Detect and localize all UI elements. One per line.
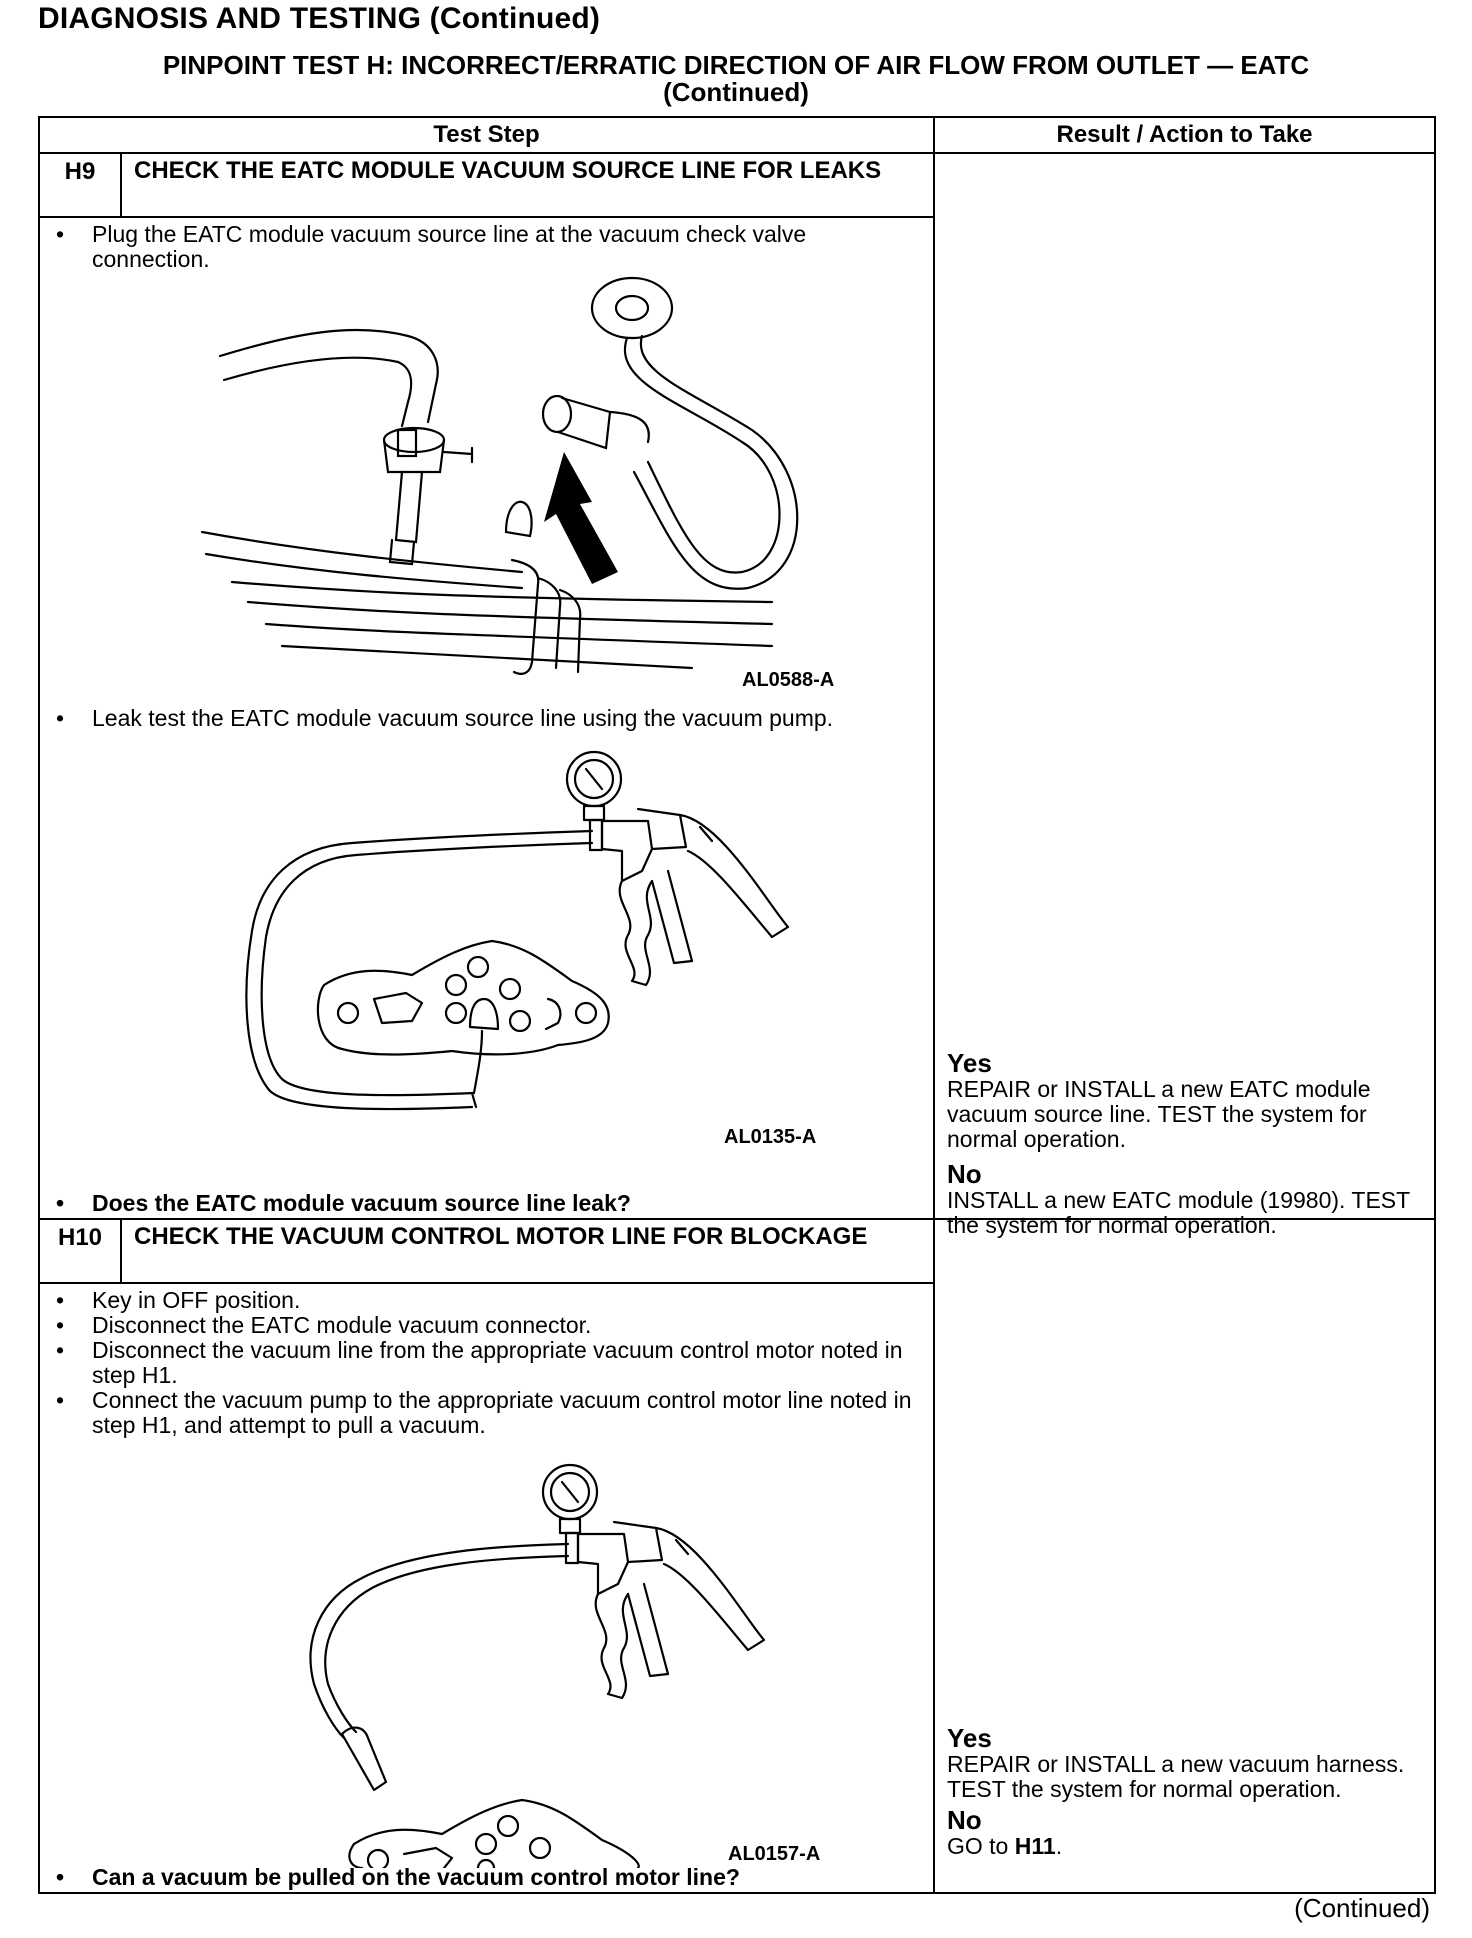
table-header-row: Test Step Result / Action to Take	[38, 116, 1436, 154]
step-body-h10: Key in OFF position. Disconnect the EATC…	[38, 1282, 935, 1894]
col-header-result: Result / Action to Take	[933, 116, 1436, 154]
result-h10: Yes REPAIR or INSTALL a new vacuum harne…	[947, 1724, 1428, 1859]
no-label: No	[947, 1159, 982, 1189]
figure-label: AL0157-A	[728, 1843, 820, 1865]
list-item: Leak test the EATC module vacuum source …	[52, 706, 925, 732]
list-item: Plug the EATC module vacuum source line …	[52, 222, 925, 272]
col-header-test-step: Test Step	[38, 116, 935, 154]
instruction-list: Key in OFF position. Disconnect the EATC…	[52, 1288, 925, 1438]
figure-vacuum-pump-test: AL0135-A	[52, 731, 925, 1151]
list-item: Key in OFF position.	[52, 1288, 925, 1314]
step-h9-body-row: Plug the EATC module vacuum source line …	[38, 216, 1435, 1220]
continued-footer: (Continued)	[1294, 1893, 1430, 1923]
yes-label: Yes	[947, 1048, 992, 1078]
list-item: Does the EATC module vacuum source line …	[52, 1191, 631, 1217]
no-action-prefix: GO to	[947, 1833, 1015, 1859]
question-list: Can a vacuum be pulled on the vacuum con…	[52, 1865, 740, 1891]
goto-step-link[interactable]: H11	[1014, 1833, 1056, 1859]
question-list: Does the EATC module vacuum source line …	[52, 1191, 631, 1217]
list-item: Disconnect the EATC module vacuum connec…	[52, 1313, 925, 1339]
diagnosis-table: Test Step Result / Action to Take H9 CHE…	[38, 116, 1436, 1894]
page-title: DIAGNOSIS AND TESTING (Continued)	[38, 2, 601, 35]
yes-label: Yes	[947, 1723, 992, 1753]
no-action-suffix: .	[1055, 1833, 1063, 1859]
no-label: No	[947, 1805, 982, 1835]
step-h10-body-row: Key in OFF position. Disconnect the EATC…	[38, 1282, 1435, 1894]
result-cell-h10: Yes REPAIR or INSTALL a new vacuum harne…	[933, 1218, 1436, 1894]
step-h9-heading-row: H9 CHECK THE EATC MODULE VACUUM SOURCE L…	[38, 152, 1436, 1238]
result-cell-h9: Yes REPAIR or INSTALL a new EATC module …	[933, 152, 1436, 1238]
figure-vacuum-check-valve: AL0588-A	[52, 272, 925, 692]
yes-action: REPAIR or INSTALL a new EATC module vacu…	[947, 1076, 1371, 1152]
step-heading-h10: CHECK THE VACUUM CONTROL MOTOR LINE FOR …	[120, 1218, 935, 1284]
list-item: Connect the vacuum pump to the appropria…	[52, 1388, 925, 1438]
instruction-list: Plug the EATC module vacuum source line …	[52, 222, 925, 272]
step-body-h9: Plug the EATC module vacuum source line …	[38, 216, 935, 1220]
list-item: Can a vacuum be pulled on the vacuum con…	[52, 1865, 740, 1891]
step-heading-h9: CHECK THE EATC MODULE VACUUM SOURCE LINE…	[120, 152, 935, 218]
figure-label: AL0588-A	[742, 669, 834, 691]
step-id-h10: H10	[38, 1218, 122, 1284]
figure-label: AL0135-A	[724, 1126, 816, 1148]
instruction-list: Leak test the EATC module vacuum source …	[52, 706, 925, 732]
pinpoint-test-title: PINPOINT TEST H: INCORRECT/ERRATIC DIREC…	[38, 52, 1434, 106]
yes-action: REPAIR or INSTALL a new vacuum harness. …	[947, 1751, 1405, 1802]
result-h9: Yes REPAIR or INSTALL a new EATC module …	[947, 1049, 1428, 1238]
illustration-vacuum-pump-line: AL0157-A	[309, 1463, 820, 1868]
figure-vacuum-pump-motor-line: AL0157-A	[52, 1448, 925, 1868]
no-action: GO to H11.	[947, 1834, 1428, 1859]
list-item: Disconnect the vacuum line from the appr…	[52, 1338, 925, 1388]
illustration-check-valve: AL0588-A	[200, 276, 834, 691]
step-id-h9: H9	[38, 152, 122, 218]
illustration-vacuum-pump: AL0135-A	[245, 750, 816, 1148]
test-title-line1: PINPOINT TEST H: INCORRECT/ERRATIC DIREC…	[162, 50, 1310, 80]
test-title-line2: (Continued)	[663, 77, 809, 107]
step-h10-heading-row: H10 CHECK THE VACUUM CONTROL MOTOR LINE …	[38, 1218, 1436, 1894]
